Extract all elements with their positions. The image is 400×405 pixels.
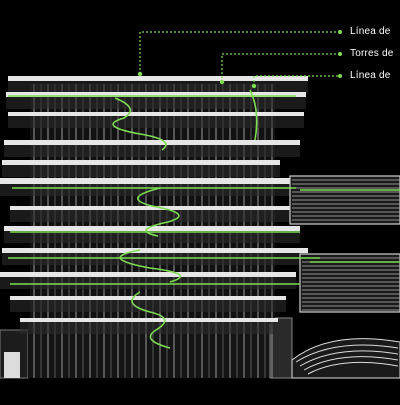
floor-slab xyxy=(8,76,308,81)
glazing-band xyxy=(4,145,300,157)
glazing-band xyxy=(0,277,296,289)
callout-dots xyxy=(137,30,342,89)
glazing-band xyxy=(8,81,308,93)
floor-slab xyxy=(0,178,292,184)
floor-slab xyxy=(2,160,280,165)
floor-slab xyxy=(20,318,278,322)
floor-slab xyxy=(10,296,286,300)
glazing-band xyxy=(20,322,278,334)
green-lines xyxy=(8,89,400,349)
glazing-band xyxy=(0,184,292,196)
callout-label-1: Línea de xyxy=(350,26,391,37)
callout-leaders xyxy=(139,31,340,86)
floor-slab xyxy=(2,248,308,253)
floor-slabs xyxy=(0,76,308,334)
floor-slab xyxy=(6,92,306,97)
callout-label-3: Línea de xyxy=(350,70,391,81)
floor-slab xyxy=(4,226,300,231)
ramp-canopy xyxy=(291,338,400,379)
floor-slab xyxy=(4,140,300,145)
glazing-band xyxy=(2,253,308,265)
glazing-band xyxy=(6,97,306,109)
floor-slab xyxy=(10,206,290,210)
floor-slab xyxy=(0,272,296,277)
callout-label-2: Torres de xyxy=(350,48,394,59)
glazing-band xyxy=(8,116,304,128)
glazing-band xyxy=(4,231,300,243)
floor-slab xyxy=(8,112,304,116)
glazing-band xyxy=(2,165,280,177)
glazing-band xyxy=(10,210,290,222)
glazing-band xyxy=(10,300,286,312)
